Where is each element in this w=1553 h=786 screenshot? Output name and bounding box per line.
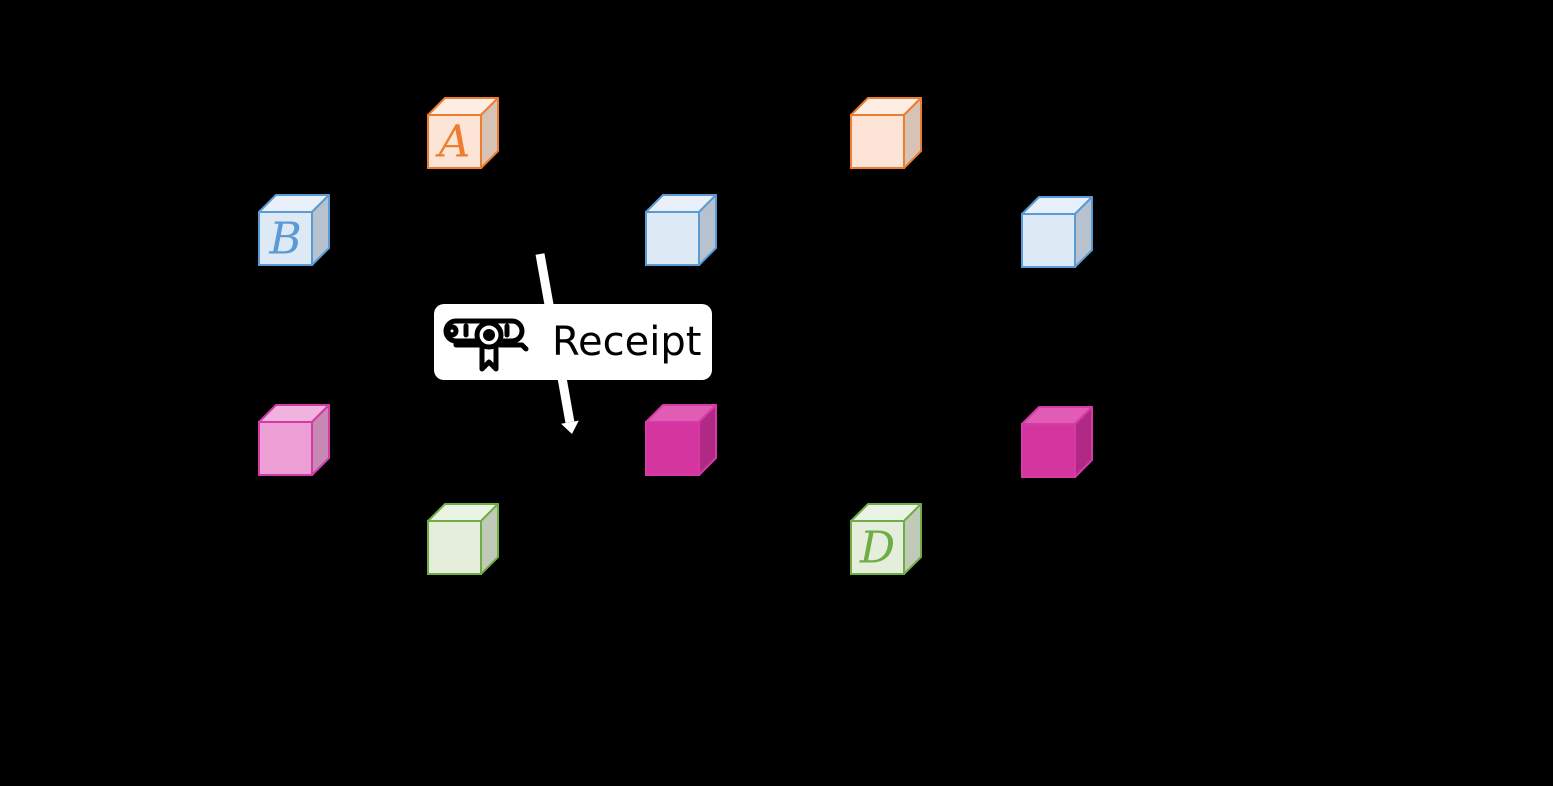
cube-c-1 [258, 404, 330, 476]
cube-d-1 [427, 503, 499, 575]
cube-letter: D [859, 523, 895, 574]
cube-letter: A [435, 117, 471, 168]
receipt-text: Receipt [552, 319, 702, 365]
receipt-label-box: Receipt [434, 304, 712, 380]
cube-b-3 [1021, 196, 1093, 268]
cube-c-2 [645, 404, 717, 476]
cube-letter: B [268, 214, 301, 265]
cube-c-3 [1021, 406, 1093, 478]
certificate-scroll-icon [443, 318, 529, 372]
cube-b-1: B [258, 194, 330, 266]
cube-b-2 [645, 194, 717, 266]
cube-a-1: A [427, 97, 499, 169]
cube-a-2 [850, 97, 922, 169]
cube-d-2: D [850, 503, 922, 575]
